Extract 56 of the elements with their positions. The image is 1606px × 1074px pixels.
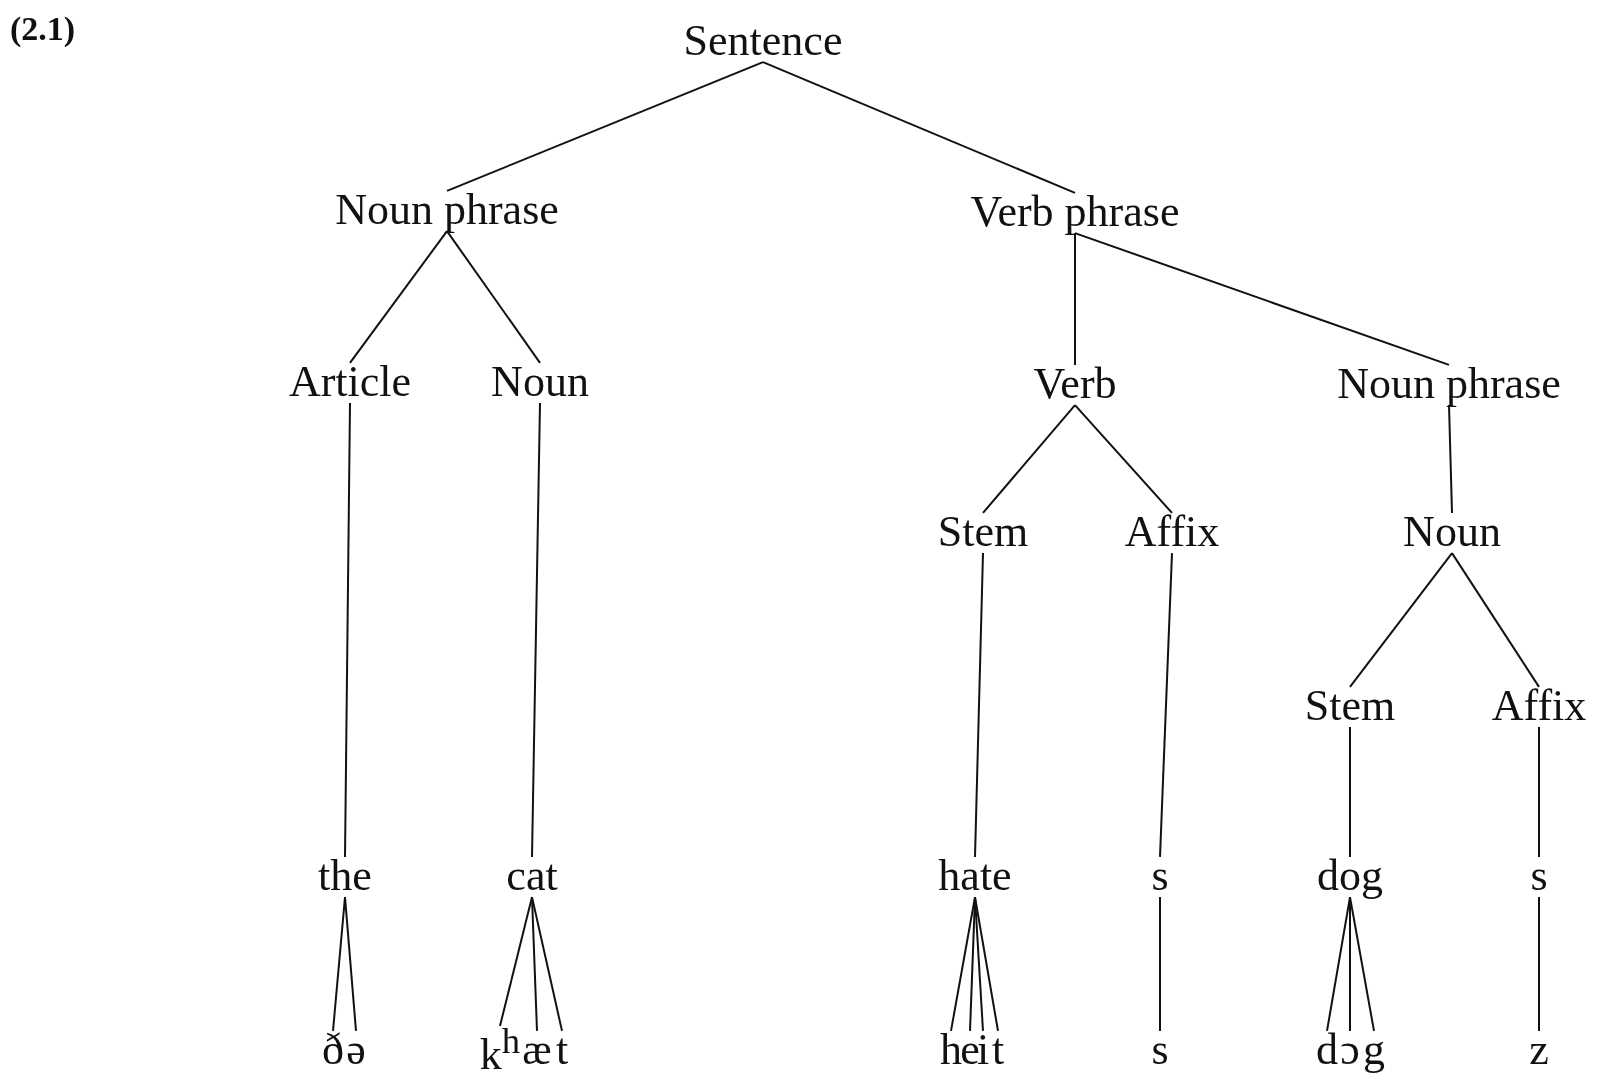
tree-branch-line xyxy=(446,230,541,364)
tree-branch-line xyxy=(982,404,1076,514)
tree-node-label: the xyxy=(318,852,372,900)
tree-node-label: e xyxy=(960,1026,980,1074)
tree-node-label: hate xyxy=(938,852,1012,900)
tree-node-label: Noun xyxy=(1403,508,1501,556)
tree-node-label: Verb xyxy=(1033,360,1117,408)
tree-node-label: t xyxy=(991,1026,1005,1074)
tree-branch-line xyxy=(1349,552,1453,688)
tree-branch-line xyxy=(1074,404,1173,514)
tree-branch-line xyxy=(974,552,984,858)
tree-node-label: g xyxy=(1363,1026,1385,1074)
tree-branch-line xyxy=(1538,896,1540,1032)
tree-branch-line xyxy=(1448,404,1453,514)
tree-branch-line xyxy=(1538,726,1540,858)
tree-node-label: h xyxy=(940,1026,962,1074)
tree-branch-line xyxy=(1451,552,1540,688)
tree-node-label: t xyxy=(555,1026,569,1074)
tree-branch-line xyxy=(1159,896,1161,1032)
tree-branch-line xyxy=(499,896,533,1028)
tree-node-label: s xyxy=(1151,852,1169,900)
example-number: (2.1) xyxy=(10,10,76,48)
tree-node-label: ɔ xyxy=(1340,1026,1360,1074)
tree-node-label: Affix xyxy=(1491,682,1587,730)
tree-node-label: Sentence xyxy=(683,17,843,65)
tree-branch-line xyxy=(344,896,357,1032)
tree-node-label: Stem xyxy=(1304,682,1396,730)
tree-branch-line xyxy=(1159,552,1173,858)
tree-node-label: Noun xyxy=(491,358,589,406)
tree-node-label: Noun phrase xyxy=(1337,360,1561,408)
tree-node-label: dog xyxy=(1317,852,1383,900)
tree-node-label: s xyxy=(1530,852,1548,900)
tree-node-label: ə xyxy=(346,1026,366,1074)
tree-branch-line xyxy=(446,61,764,192)
tree-node-label: Affix xyxy=(1124,508,1220,556)
tree-node-label: k$^{h}$ xyxy=(479,1022,521,1074)
tree-node-label: Verb phrase xyxy=(970,188,1180,236)
tree-branch-line xyxy=(531,402,541,858)
tree-branch-line xyxy=(1349,896,1375,1032)
tree-branch-line xyxy=(531,896,563,1032)
tree-branch-line xyxy=(349,230,448,364)
tree-node-label: d xyxy=(1316,1026,1338,1074)
tree-node-label: s xyxy=(1151,1026,1169,1074)
tree-branch-line xyxy=(762,61,1076,194)
tree-branch-line xyxy=(1074,232,1450,366)
tree-node-label: Stem xyxy=(937,508,1029,556)
tree-node-label: cat xyxy=(506,852,558,900)
tree-branch-line xyxy=(1074,232,1076,366)
tree-node-label: Article xyxy=(288,358,412,406)
tree-node-label: ð xyxy=(322,1026,344,1074)
tree-branch-line xyxy=(1349,726,1351,858)
tree-branch-line xyxy=(974,896,999,1032)
tree-node-label: Noun phrase xyxy=(335,186,559,234)
tree-node-label: æ xyxy=(522,1026,552,1074)
tree-node-label: z xyxy=(1529,1026,1549,1074)
tree-branch-line xyxy=(344,402,351,858)
